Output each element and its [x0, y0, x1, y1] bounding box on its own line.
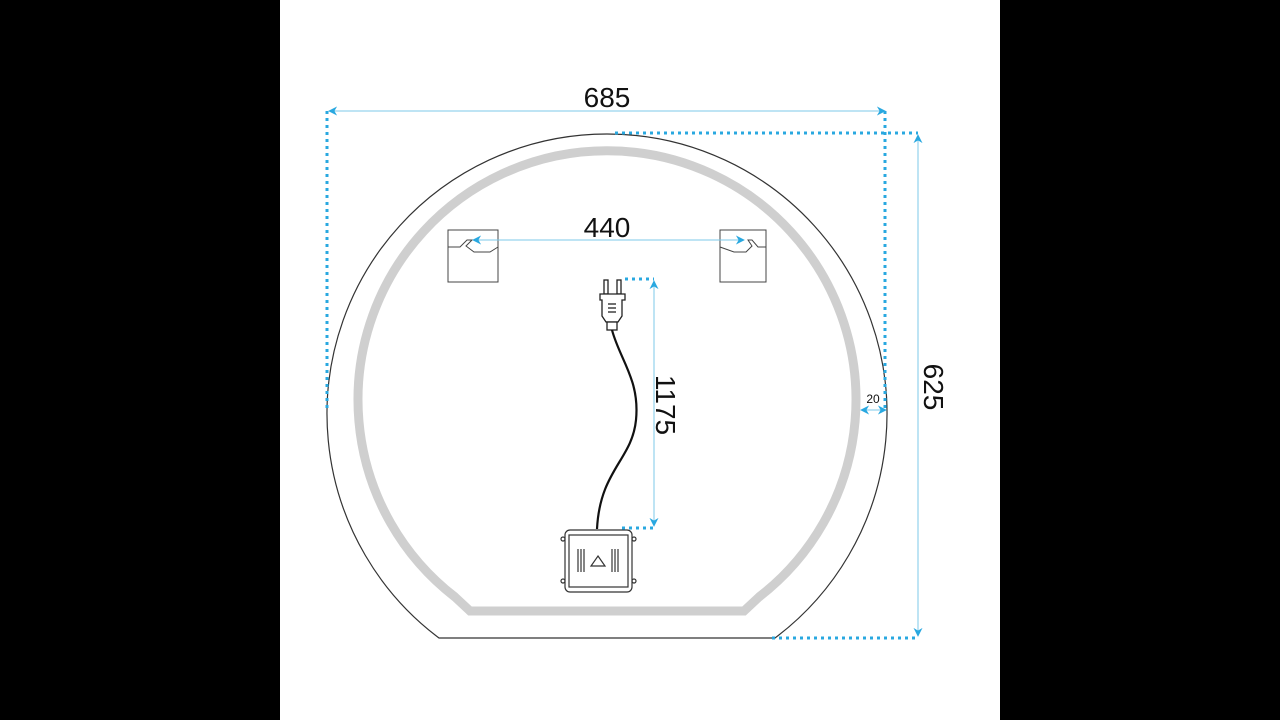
width-label: 685: [584, 82, 631, 113]
height-label: 625: [918, 364, 949, 411]
led-ring: [353, 146, 861, 616]
bracket-spacing-label: 440: [584, 212, 631, 243]
junction-box-icon: [560, 529, 637, 593]
mirror-outline: [326, 133, 888, 639]
cable-length-label: 1175: [650, 375, 681, 435]
mounting-bracket-right: [719, 229, 767, 283]
power-plug-icon: [599, 279, 626, 331]
drawing-panel: [280, 0, 1000, 720]
mounting-bracket-left: [447, 229, 499, 283]
edge-offset-label: 20: [866, 392, 880, 406]
power-cable: [595, 329, 638, 530]
